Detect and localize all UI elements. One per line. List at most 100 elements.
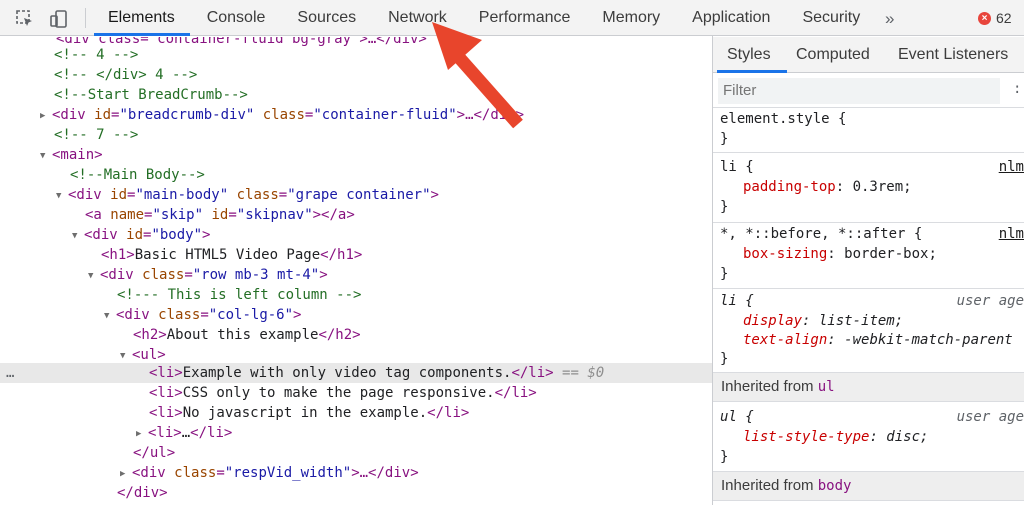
collapse-triangle-icon[interactable]: ▼ <box>56 191 62 201</box>
collapse-triangle-icon[interactable]: ▼ <box>120 351 126 361</box>
tab-console[interactable]: Console <box>206 9 266 26</box>
css-declaration[interactable]: text-align: -webkit-match-parent <box>743 332 1013 348</box>
tab-sources[interactable]: Sources <box>297 9 357 26</box>
sidebar-tabs: Styles Computed Event Listeners <box>713 37 1024 73</box>
tree-node[interactable]: ▶<li>…</li> <box>136 423 232 443</box>
tree-node[interactable]: <h2>About this example</h2> <box>133 325 361 345</box>
tab-application[interactable]: Application <box>692 9 771 26</box>
expand-triangle-icon[interactable]: ▶ <box>40 111 46 121</box>
selector-text: *, *::before, *::after { <box>720 226 923 242</box>
tag-open: <li> <box>149 385 183 401</box>
tab-network[interactable]: Network <box>388 9 447 26</box>
css-declaration[interactable]: padding-top: 0.3rem; <box>743 179 912 195</box>
tree-node[interactable]: ▼<div class="row mb-3 mt-4"> <box>88 265 328 285</box>
collapse-triangle-icon[interactable]: ▼ <box>72 231 78 241</box>
attr-value: "body" <box>151 227 203 243</box>
tree-comment[interactable]: <!-- 7 --> <box>54 125 138 145</box>
tree-node[interactable]: <div class="container-fluid bg-gray">…</… <box>56 37 427 49</box>
panel-splitter[interactable] <box>712 36 713 505</box>
brace: } <box>720 351 729 367</box>
tree-node[interactable]: <li>No javascript in the example.</li> <box>149 403 469 423</box>
tab-security[interactable]: Security <box>802 9 861 26</box>
elements-tree[interactable]: <div class="container-fluid bg-gray">…</… <box>0 37 712 505</box>
expand-triangle-icon[interactable]: ▶ <box>120 469 126 479</box>
rule-selector[interactable]: li { user age <box>720 291 1024 311</box>
tag-open: <h1> <box>101 247 135 263</box>
user-agent-source: user age <box>956 409 1024 425</box>
css-declaration[interactable]: display: list-item; <box>743 313 904 329</box>
rule-selector[interactable]: li { nlm <box>720 157 1024 177</box>
tree-node[interactable]: <h1>Basic HTML5 Video Page</h1> <box>101 245 362 265</box>
rule-selector[interactable]: element.style { <box>720 109 1024 129</box>
css-declaration[interactable]: box-sizing: border-box; <box>743 246 937 262</box>
tree-node[interactable]: <a name="skip" id="skipnav"></a> <box>85 207 355 223</box>
tree-node[interactable]: ▼<div id="body"> <box>72 225 210 245</box>
node-text: No javascript in the example. <box>182 405 428 421</box>
tree-comment[interactable]: <!--Start BreadCrumb--> <box>54 85 248 105</box>
inspect-element-icon[interactable] <box>15 9 35 29</box>
collapse-triangle-icon[interactable]: ▼ <box>104 311 110 321</box>
tree-node[interactable]: </div> <box>117 483 168 503</box>
expand-triangle-icon[interactable]: ▶ <box>136 429 142 439</box>
stylesheet-link[interactable]: nlm <box>998 226 1024 242</box>
tag-open: <div <box>68 187 111 203</box>
attr-value: "breadcrumb-div" <box>119 107 255 123</box>
tab-elements[interactable]: Elements <box>108 9 175 26</box>
tag-tail: ></a> <box>312 207 355 223</box>
error-counter[interactable]: × 62 <box>978 10 1012 26</box>
attr-name: name <box>110 207 145 223</box>
css-declaration[interactable]: list-style-type: disc; <box>743 429 929 445</box>
tree-comment[interactable]: <!--- This is left column --> <box>117 285 361 305</box>
tag-tail: > <box>202 227 211 243</box>
rule-selector[interactable]: *, *::before, *::after { nlm <box>720 224 1024 244</box>
tab-computed[interactable]: Computed <box>796 46 870 63</box>
hover-state-toggle[interactable]: : <box>1013 81 1022 97</box>
comment-text: <!-- 7 --> <box>54 127 139 143</box>
stylesheet-link[interactable]: nlm <box>998 159 1024 175</box>
tree-comment[interactable]: <!--Main Body--> <box>70 165 205 185</box>
collapse-triangle-icon[interactable]: ▼ <box>88 271 94 281</box>
device-toolbar-icon[interactable] <box>49 9 69 29</box>
node-actions-icon[interactable]: … <box>6 365 16 381</box>
tag-open: <li> <box>149 405 183 421</box>
tree-node[interactable]: ▼<ul> <box>120 345 166 365</box>
rule-close: } <box>720 264 1024 284</box>
attr-value: "skip" <box>152 207 204 223</box>
tree-node[interactable]: <li>CSS only to make the page responsive… <box>149 383 537 403</box>
selector-text: ul { <box>720 409 754 425</box>
tree-node[interactable]: ▶<div class="respVid_width">…</div> <box>120 463 419 483</box>
node-text: Basic HTML5 Video Page <box>134 247 321 263</box>
tree-node[interactable]: </ul> <box>133 443 175 463</box>
inherited-tag-link[interactable]: ul <box>817 379 835 395</box>
rule-selector[interactable]: ul { user age <box>720 407 1024 427</box>
inherited-tag-link[interactable]: body <box>817 478 852 494</box>
tag-open: <h2> <box>133 327 167 343</box>
tab-memory[interactable]: Memory <box>602 9 661 26</box>
tree-node[interactable]: ▼<main> <box>40 145 103 165</box>
tab-event-listeners[interactable]: Event Listeners <box>898 46 1009 63</box>
more-tabs-icon[interactable]: » <box>885 9 895 28</box>
tree-comment[interactable]: <!-- 4 --> <box>54 45 138 65</box>
css-value: disc; <box>886 429 929 445</box>
attr-name: id <box>110 187 128 203</box>
tree-comment[interactable]: <!-- </div> 4 --> <box>54 65 197 85</box>
tab-styles[interactable]: Styles <box>727 46 771 63</box>
tab-performance[interactable]: Performance <box>478 9 571 26</box>
styles-filter-input[interactable] <box>718 78 1000 104</box>
brace: } <box>720 266 729 282</box>
user-agent-source: user age <box>956 293 1024 309</box>
node-text: About this example <box>166 327 319 343</box>
css-property: box-sizing <box>743 246 828 262</box>
tree-node[interactable]: ▼<div class="col-lg-6"> <box>104 305 301 325</box>
css-property: list-style-type <box>743 429 870 445</box>
collapse-triangle-icon[interactable]: ▼ <box>40 151 46 161</box>
tag-tail: > <box>293 307 302 323</box>
red-arrow-annotation-icon <box>432 22 523 129</box>
tag-close: </ul> <box>133 445 176 461</box>
tree-node-selected[interactable]: … <li>Example with only video tag compon… <box>0 363 712 383</box>
attr-value: "container-fluid" <box>313 107 457 123</box>
tree-node[interactable]: ▼<div id="main-body" class="grape contai… <box>56 185 439 205</box>
rule-separator <box>713 152 1024 153</box>
selector-text: li { <box>720 159 754 175</box>
rule-close: } <box>720 447 1024 467</box>
